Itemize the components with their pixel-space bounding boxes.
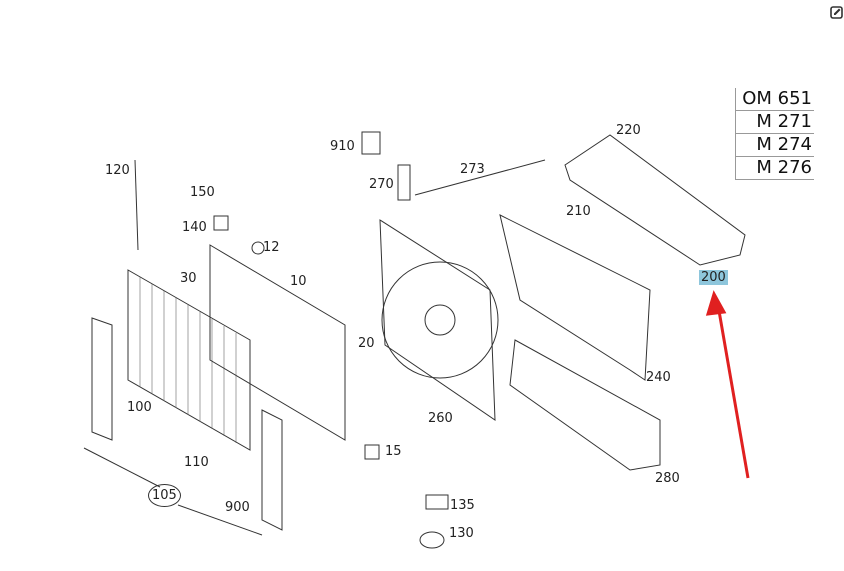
part-15 — [364, 444, 380, 460]
engine-code-table: OM 651 M 271 M 274 M 276 — [735, 88, 814, 180]
engine-code: OM 651 — [736, 88, 814, 111]
part-label: 130 — [449, 526, 474, 541]
engine-code: M 271 — [736, 111, 814, 134]
part-label: 270 — [369, 177, 394, 192]
part-label: 273 — [460, 162, 485, 177]
part-label: 900 — [225, 500, 250, 515]
radiator-condenser-100 — [127, 269, 251, 451]
part-label: 210 — [566, 204, 591, 219]
part-label: 12 — [263, 240, 280, 255]
leader-105a — [83, 447, 161, 488]
air-duct-280 — [509, 339, 661, 471]
part-label: 100 — [127, 400, 152, 415]
cover-220 — [564, 134, 746, 266]
part-label: 110 — [184, 455, 209, 470]
part-910 — [361, 131, 381, 155]
engine-code: M 274 — [736, 134, 814, 157]
part-label: 240 — [646, 370, 671, 385]
side-bracket-left — [91, 317, 113, 441]
part-label: 15 — [385, 444, 402, 459]
edit-icon[interactable] — [830, 6, 843, 19]
part-label: 260 — [428, 411, 453, 426]
part-label-circled: 105 — [148, 484, 181, 507]
part-label: 280 — [655, 471, 680, 486]
red-arrow — [705, 290, 750, 479]
part-135 — [425, 494, 449, 510]
leader-105b — [177, 504, 263, 536]
sensor-270 — [397, 164, 411, 201]
part-130 — [419, 531, 445, 549]
part-label: 150 — [190, 185, 215, 200]
part-label: 135 — [450, 498, 475, 513]
radiator-10 — [209, 244, 346, 441]
part-label: 30 — [180, 271, 197, 286]
part-label: 120 — [105, 163, 130, 178]
side-bracket-right — [261, 409, 283, 531]
fan-shroud-260 — [379, 219, 499, 421]
oring-12 — [251, 241, 265, 255]
part-label: 20 — [358, 336, 375, 351]
part-label: 910 — [330, 139, 355, 154]
part-label: 220 — [616, 123, 641, 138]
part-label: 10 — [290, 274, 307, 289]
part-label-highlighted: 200 — [699, 270, 728, 285]
frame-240 — [499, 214, 651, 381]
cable-273 — [414, 159, 546, 196]
part-label: 140 — [182, 220, 207, 235]
engine-code: M 276 — [736, 157, 814, 180]
rod-120 — [134, 159, 139, 251]
part-140 — [213, 215, 229, 231]
